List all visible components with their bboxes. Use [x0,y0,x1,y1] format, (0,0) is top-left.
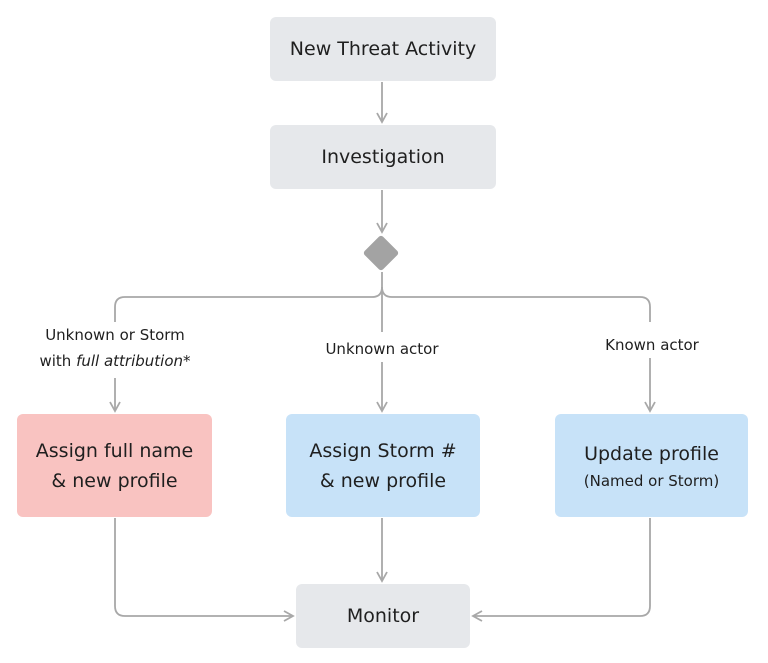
edge-decision-branches [114,272,383,322]
edge-update-to-monitor [471,518,651,622]
node-assign-storm-line2: & new profile [319,469,447,492]
node-assign-full-name-line1: Assign full name [35,439,194,462]
node-update-profile: Update profile (Named or Storm) [555,414,748,517]
node-monitor-label: Monitor [346,605,420,627]
edge-label-left-line1: Unknown or Storm [45,326,185,344]
edge-assign-full-to-monitor [114,518,295,622]
node-update-profile-line2: (Named or Storm) [583,471,720,490]
node-investigation-label: Investigation [321,146,445,168]
edge-label-left-line2: with full attribution* [39,352,191,370]
node-assign-storm-line1: Assign Storm # [309,439,457,462]
node-new-threat-activity-label: New Threat Activity [289,38,477,60]
node-assign-storm: Assign Storm # & new profile [286,414,480,517]
node-update-profile-line1: Update profile [584,442,719,465]
edge-label-unknown-actor: Unknown actor [325,340,439,358]
node-new-threat-activity: New Threat Activity [270,17,496,81]
edge-label-unknown-or-storm: Unknown or Storm with full attribution* [15,322,215,374]
edge-label-known-actor: Known actor [605,336,699,354]
node-monitor: Monitor [296,584,470,648]
node-assign-full-name: Assign full name & new profile [17,414,212,517]
decision-diamond [363,235,399,271]
edge-decision-right [381,286,651,322]
node-assign-full-name-line2: & new profile [51,469,178,492]
node-investigation: Investigation [270,125,496,189]
